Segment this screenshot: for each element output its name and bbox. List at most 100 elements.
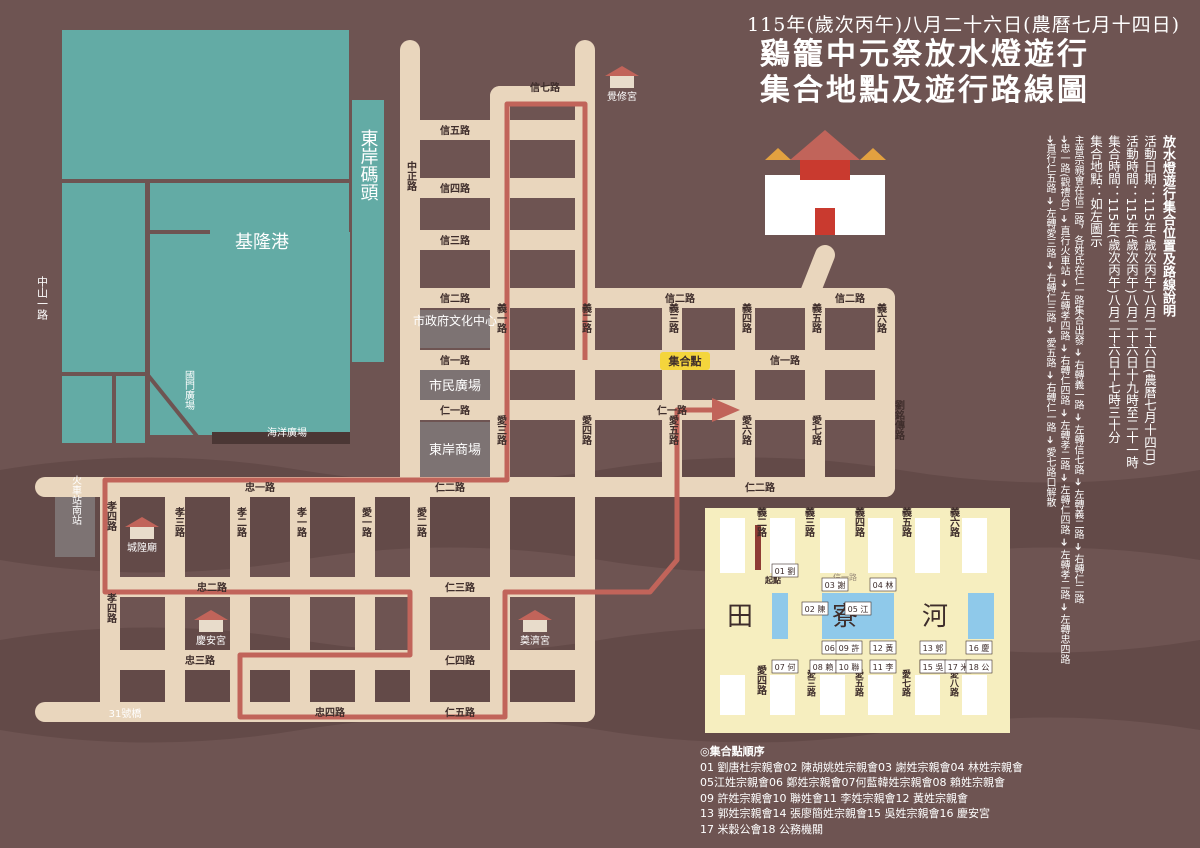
label-zhongshan: 中山一路 (36, 276, 49, 321)
svg-text:義四路: 義四路 (853, 506, 865, 538)
direction-arrow (712, 398, 740, 422)
inset-slot-09: 09 許 (835, 640, 863, 655)
svg-text:信七路: 信七路 (530, 81, 561, 94)
temple-illustration (765, 130, 886, 235)
inset-slot-03: 03 謝 (821, 577, 849, 592)
svg-text:義一路: 義一路 (495, 302, 507, 334)
inset-slot-07: 07 何 (771, 659, 799, 674)
inset-slot-17: 17 米 (944, 659, 972, 674)
label-station: 火車站南站 (70, 475, 82, 526)
landmark-blocks (55, 310, 490, 557)
svg-text:仁二路: 仁二路 (435, 481, 466, 494)
svg-text:仁二路: 仁二路 (745, 481, 776, 494)
inset-slot-04: 04 林 (869, 577, 897, 592)
harbor-water (62, 30, 384, 443)
svg-text:孝一路: 孝一路 (295, 506, 308, 538)
inset-slot-label: 05 江 (848, 605, 869, 614)
svg-text:愛二路: 愛二路 (415, 506, 427, 538)
label-guomen: 國門廣場 (183, 370, 195, 411)
legend-heading: ◎集合點順序 (700, 745, 765, 758)
label-pier: 東岸碼頭 (358, 129, 379, 201)
svg-text:義六路: 義六路 (948, 506, 960, 538)
inset-slot-08: 08 賴 (809, 659, 837, 674)
svg-text:忠二路: 忠二路 (197, 581, 228, 594)
info-line-1: 活動日期：115年(歲次丙午)八月二十六日(農曆七月十四日) (1142, 135, 1157, 466)
svg-text:愛七路: 愛七路 (900, 668, 911, 697)
legend-row: 09 許姓宗親會10 聯姓會11 李姓宗親會12 黃姓宗親會 (700, 791, 968, 805)
svg-text:孝四路: 孝四路 (105, 500, 118, 532)
inset-char-tian: 田 (727, 602, 753, 632)
inset-slot-label: 01 劉 (775, 567, 796, 576)
inset-slots: 01 劉 02 陳 03 謝 04 林 05 江 06 鄭 07 何 08 賴09 許 10 聯… (771, 563, 993, 674)
temple-icon-qingan (194, 610, 228, 632)
label-temple-chenghuang: 城隍廟 (127, 541, 157, 554)
svg-text:仁四路: 仁四路 (445, 654, 476, 667)
inset-slot-15: 15 吳 (919, 659, 947, 674)
svg-text:愛八路: 愛八路 (948, 668, 960, 697)
inset-slot-label: 11 李 (873, 662, 894, 672)
inset-slot-label: 04 林 (873, 580, 894, 590)
svg-text:愛四路: 愛四路 (580, 414, 592, 446)
inset-slot-05: 05 江 (844, 601, 872, 616)
temple-icon-chenghuang (125, 517, 159, 539)
info-line-3: 集合時間：115年(歲次丙午)八月二十六日十七時三十分 (1106, 135, 1121, 444)
label-harbor: 基隆港 (235, 232, 289, 253)
inset-slot-11: 11 李 (869, 659, 897, 674)
svg-text:愛一路: 愛一路 (360, 506, 372, 538)
inset-slot-label: 13 郭 (923, 643, 944, 653)
inset-slot-label: 07 何 (775, 662, 796, 672)
svg-text:信五路: 信五路 (440, 124, 471, 137)
svg-text:孝三路: 孝三路 (173, 506, 186, 538)
inset-slot-02: 02 陳 (801, 601, 829, 616)
parade-route (102, 101, 715, 720)
svg-text:信三路: 信三路 (440, 234, 471, 247)
svg-text:仁一路: 仁一路 (657, 404, 688, 417)
legend-row: 01 劉唐杜宗親會02 陳胡姚姓宗親會03 謝姓宗親會04 林姓宗親會 (700, 760, 1023, 774)
inset-slot-label: 09 許 (839, 643, 860, 653)
svg-text:義五路: 義五路 (900, 506, 912, 538)
svg-text:信四路: 信四路 (440, 182, 471, 195)
inset-slot-12: 12 黃 (869, 640, 897, 655)
inset-slot-label: 16 慶 (969, 643, 990, 653)
title-line-2: 集合地點及遊行路線圖 (760, 73, 1090, 108)
legend: ◎集合點順序 01 劉唐杜宗親會02 陳胡姚姓宗親會03 謝姓宗親會04 林姓宗… (700, 744, 1023, 837)
info-line-7: ➔直行仁五路 ➔ 左轉愛三路 ➔ 右轉仁三路 ➔ 愛五路 ➔ 右轉仁一路 ➔ 愛… (1044, 135, 1055, 508)
inset-slot-label: 06 鄭 (825, 643, 846, 653)
svg-text:信一路: 信一路 (833, 572, 857, 582)
label-assembly: 集合點 (668, 354, 702, 368)
svg-text:信一路: 信一路 (440, 354, 471, 367)
inset-slot-label: 17 米 (948, 662, 969, 672)
label-temple-dianji: 奠濟宮 (520, 634, 550, 647)
info-line-4: 集合地點：如左圖示 (1088, 135, 1103, 248)
inset-start-label: 起點 (764, 575, 781, 585)
label-ocean: 海洋廣場 (267, 426, 307, 439)
label-bridge: 31號橋 (109, 707, 142, 720)
inset-slot-label: 15 吳 (923, 663, 944, 672)
assembly-marker (660, 352, 710, 370)
label-zhongzheng: 中正路 (405, 160, 417, 192)
svg-text:義四路: 義四路 (740, 302, 752, 334)
svg-text:義三路: 義三路 (803, 506, 815, 538)
svg-text:仁一路: 仁一路 (440, 404, 471, 417)
date-line: 115年(歲次丙午)八月二十六日(農曆七月十四日) (747, 14, 1180, 36)
label-city-hall: 市政府文化中心 (413, 313, 497, 328)
info-heading: 放水燈遊行集合位置及路線說明 (1160, 135, 1175, 317)
svg-text:愛五路: 愛五路 (853, 668, 864, 697)
svg-text:義六路: 義六路 (875, 302, 887, 334)
info-line-5: 主普宗親會在信二路，各姓氏在仁一路集合出發 ➔ 右轉義一路 ➔ 左轉信七路 ➔ … (1072, 135, 1083, 604)
svg-text:義二路: 義二路 (580, 302, 592, 334)
inset-slot-label: 10 聯 (839, 662, 860, 672)
map-text: 基隆港 東岸碼頭 中山一路 國門廣場 海洋廣場 火車站南站 市政府文化中心 市民… (36, 81, 960, 720)
inset-slot-label: 18 公 (969, 663, 990, 672)
svg-text:愛五路: 愛五路 (667, 414, 679, 446)
svg-text:仁五路: 仁五路 (445, 706, 476, 719)
svg-text:忠三路: 忠三路 (185, 654, 216, 667)
legend-row: 17 米穀公會18 公務機關 (700, 822, 823, 836)
label-east-mall: 東岸商場 (429, 442, 481, 458)
legend-row: 13 郭姓宗親會14 張廖簡姓宗親會15 吳姓宗親會16 慶安宮 (700, 807, 990, 820)
svg-text:愛七路: 愛七路 (810, 414, 822, 446)
svg-text:孝四路: 孝四路 (105, 592, 118, 624)
harbor-piers (62, 179, 350, 445)
